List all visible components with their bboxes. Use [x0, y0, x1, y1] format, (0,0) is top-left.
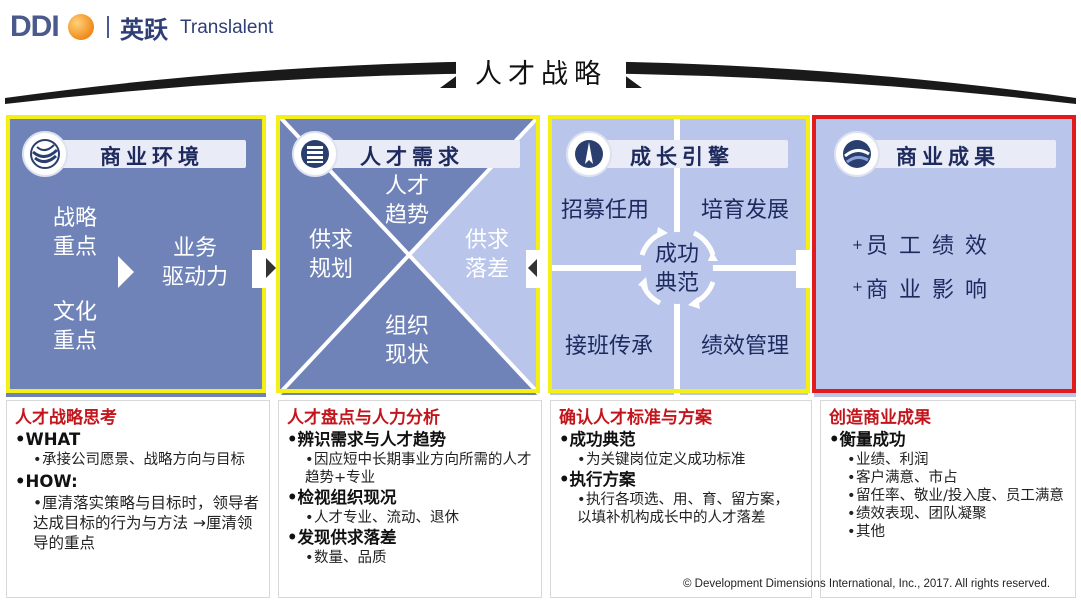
panel-title: 成长引擎 [630, 145, 734, 169]
recruit-label: 招募任用 [560, 198, 649, 223]
section-item: •执行各项选、用、育、留方案，以填补机构成长中的人才落差 [577, 492, 789, 526]
talent-trend-label: 人才 趋势 [384, 174, 429, 228]
talent-standard-box: 确认人才标准与方案 •成功典范 •为关键岗位定义成功标准 •执行方案 •执行各项… [550, 400, 812, 598]
panel-header-bar [870, 140, 1056, 168]
box-title: 确认人才标准与方案 [559, 408, 712, 428]
panel-highlight-frame [276, 115, 540, 393]
panel-title: 商业成果 [896, 145, 1000, 169]
globe-logo-icon [68, 14, 94, 40]
panel-title: 人才需求 [360, 145, 464, 169]
panel-header-bar [60, 140, 246, 168]
arrow-right-icon [118, 256, 134, 288]
panel-highlight-frame [6, 115, 266, 393]
arrow-right-icon [266, 258, 276, 278]
performance-mgmt-label: 绩效管理 [700, 334, 789, 359]
section-item: •留任率、敬业/投入度、员工满意 [847, 488, 1064, 504]
logo-english-name: Translalent [180, 17, 274, 38]
culture-focus-label: 文化 重点 [52, 300, 97, 354]
section-item: •客户满意、市占 [847, 470, 958, 486]
section-heading: •辨识需求与人才趋势 [287, 430, 447, 449]
business-results-icon [834, 131, 880, 177]
business-driver-label: 业务 驱动力 [161, 236, 228, 290]
talent-demand-icon [292, 131, 338, 177]
supply-gap-label: 供求 落差 [464, 228, 509, 282]
supply-planning-label: 供求 规划 [308, 228, 353, 282]
section-heading: •检视组织现况 [287, 488, 397, 507]
business-environment-icon [22, 131, 68, 177]
section-item: •因应短中长期事业方向所需的人才趋势+专业 [305, 452, 532, 486]
copyright-notice: © Development Dimensions International, … [683, 578, 1051, 590]
section-heading: •执行方案 [559, 470, 636, 489]
panel-title: 商业环境 [100, 145, 204, 169]
section-item: •数量、品质 [305, 550, 387, 566]
talent-strategy-box: 人才战略思考 •WHAT •承接公司愿景、战略方向与目标 •HOW: •厘清落实… [6, 400, 270, 598]
box-title: 人才盘点与人力分析 [287, 408, 440, 428]
box-title: 人才战略思考 [15, 408, 117, 428]
section-heading: •衡量成功 [829, 430, 906, 449]
section-heading: •发现供求落差 [287, 528, 397, 547]
arrow-left-icon [528, 259, 537, 277]
business-result-box: 创造商业成果 •衡量成功 •业绩、利润 •客户满意、市占 •留任率、敬业/投入度… [820, 400, 1076, 598]
section-heading: •WHAT [15, 430, 81, 449]
growth-engine-icon [566, 131, 612, 177]
plus-icon: + [852, 280, 863, 295]
strategy-focus-label: 战略 重点 [52, 206, 97, 260]
develop-label: 培育发展 [700, 198, 789, 223]
section-item: •厘清落实策略与目标时，领导者达成目标的行为与方法 →厘清领导的重点 [33, 494, 260, 552]
org-status-label: 组织 现状 [384, 314, 429, 368]
section-item: •人才专业、流动、退休 [305, 510, 459, 526]
title-arch [5, 52, 1076, 104]
section-item: •承接公司愿景、战略方向与目标 [33, 452, 245, 468]
box-title: 创造商业成果 [829, 408, 931, 428]
logo-chinese-name: 英跃 [120, 16, 168, 44]
section-item: •绩效表现、团队凝聚 [847, 506, 987, 522]
succession-label: 接班传承 [564, 334, 653, 359]
ddi-logo: DDI [10, 10, 60, 43]
employee-performance-label: 员 工 绩 效 [866, 234, 989, 259]
panel-highlight-frame [548, 115, 810, 393]
section-heading: •成功典范 [559, 430, 636, 449]
page-title: 人才战略 [475, 59, 607, 90]
plus-icon: + [852, 238, 863, 253]
panel-highlight-frame [812, 115, 1076, 393]
success-model-label: 成功 典范 [654, 242, 699, 296]
section-heading: •HOW: [15, 472, 78, 491]
section-item: •为关键岗位定义成功标准 [577, 452, 746, 468]
section-item: •其他 [847, 524, 885, 540]
talent-review-box: 人才盘点与人力分析 •辨识需求与人才趋势 •因应短中长期事业方向所需的人才趋势+… [278, 400, 542, 598]
logo-divider [107, 16, 109, 38]
section-item: •业绩、利润 [847, 452, 929, 468]
panel-header-bar [604, 140, 788, 168]
business-impact-label: 商 业 影 响 [866, 278, 989, 303]
panel-header-bar [330, 140, 520, 168]
